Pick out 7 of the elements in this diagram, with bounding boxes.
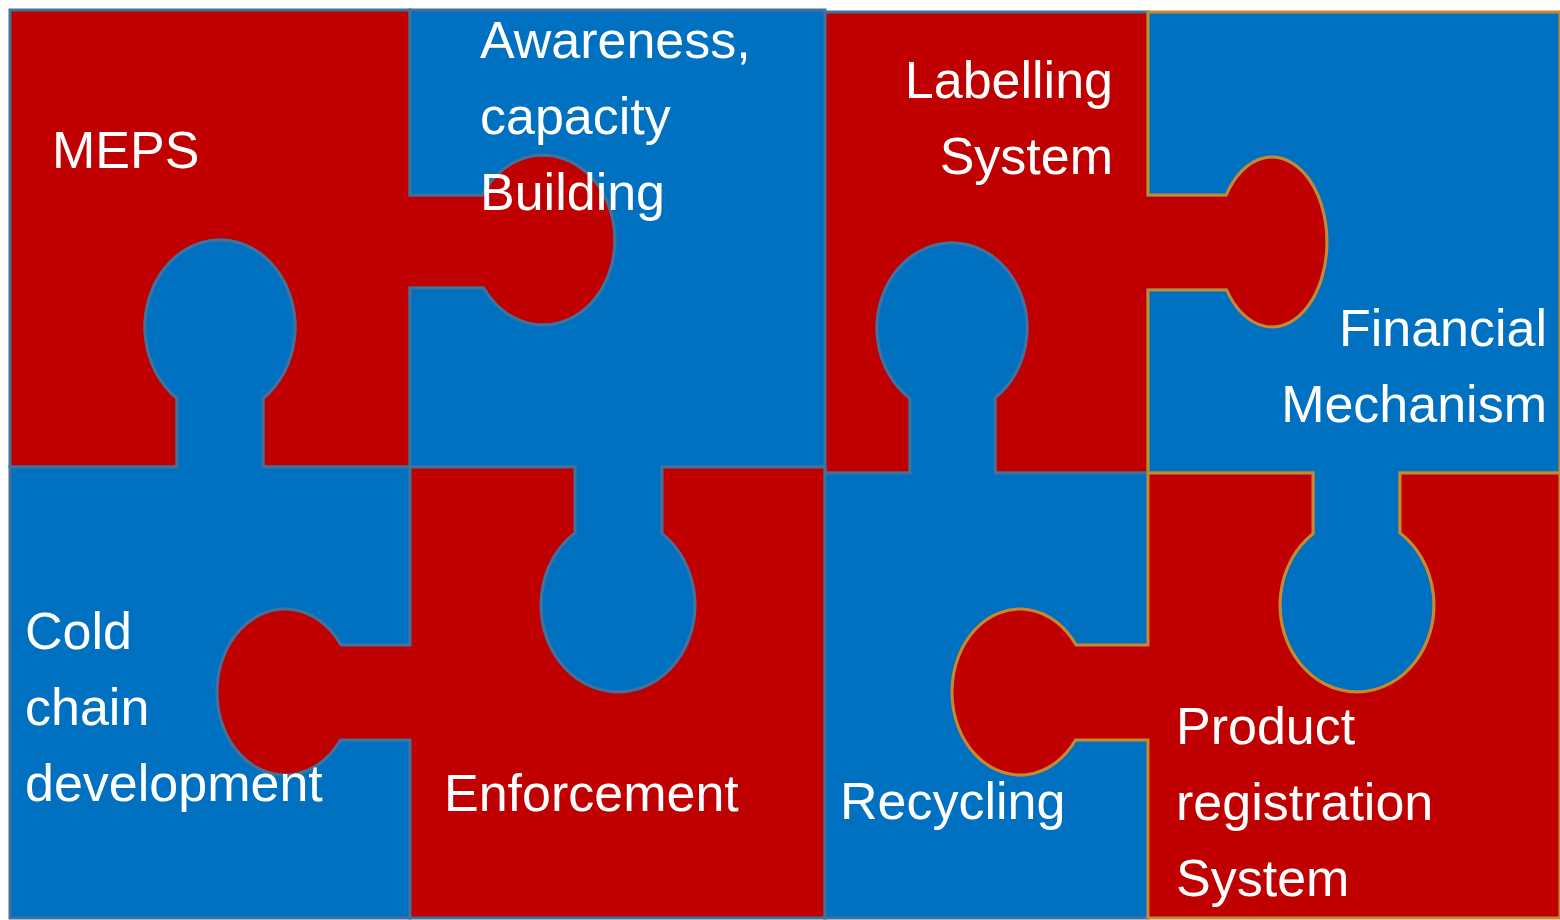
piece-label: MEPS (52, 120, 200, 181)
piece-label: Cold chain development (25, 601, 323, 814)
piece-label: Financial Mechanism (1281, 298, 1547, 435)
piece-label: Labelling System (904, 50, 1113, 187)
piece-label: Enforcement (444, 763, 739, 824)
piece-label: Product registration System (1176, 696, 1434, 909)
piece-label: Recycling (840, 771, 1066, 832)
